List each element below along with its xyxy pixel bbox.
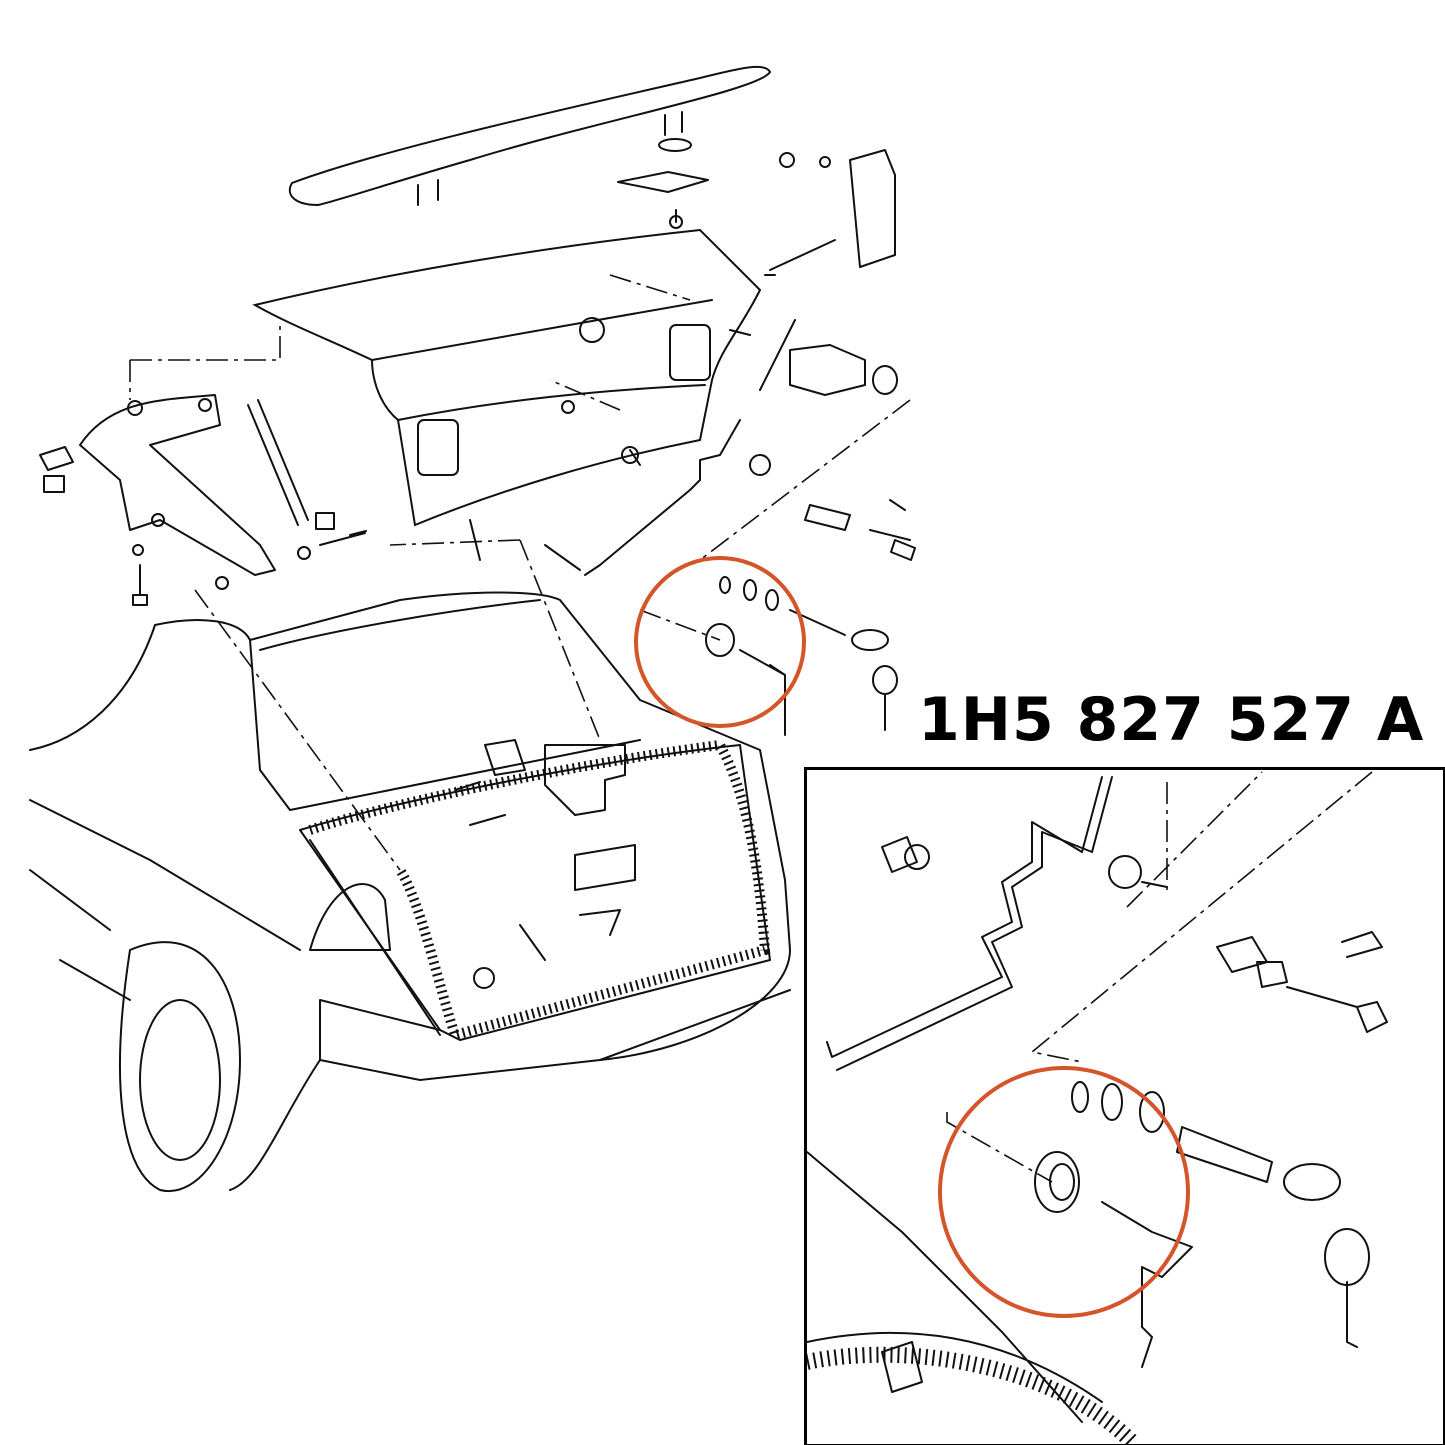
inset-highlight-circle <box>938 1066 1190 1318</box>
car-body <box>29 591 791 1193</box>
lock-cylinder <box>729 319 916 561</box>
lock-bracket <box>764 149 896 276</box>
rear-spoiler <box>288 65 772 207</box>
spoiler-bolts <box>417 111 709 229</box>
part-number-label: 1H5 827 527 A <box>918 685 1425 755</box>
trunk-seal <box>308 739 771 1042</box>
lock-parts <box>544 544 898 736</box>
trunk-latch <box>454 739 636 989</box>
inset-drawing <box>807 771 1388 1444</box>
trunk-lid <box>252 228 762 527</box>
trunk-hinge <box>39 394 367 606</box>
zoom-inset <box>804 767 1445 1445</box>
leader-lines <box>129 274 911 871</box>
highlight-circle <box>634 556 806 728</box>
release-rod <box>584 419 741 576</box>
